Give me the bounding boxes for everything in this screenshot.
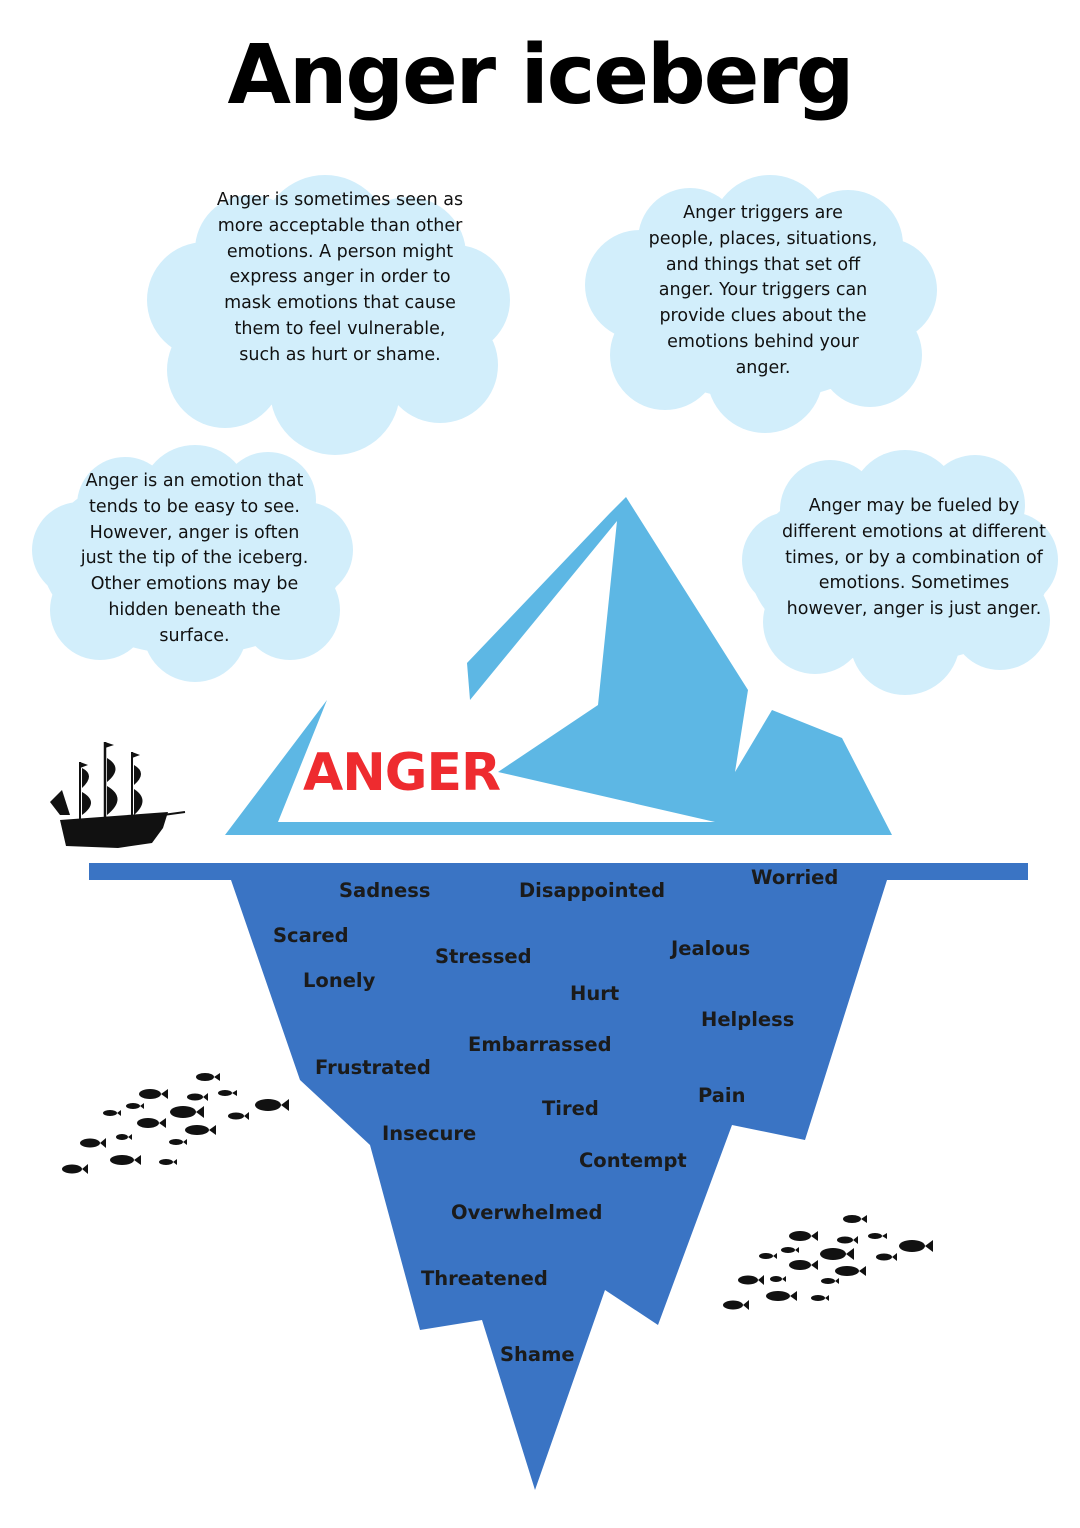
cloud-bubble-right xyxy=(742,450,1058,695)
emotion-label: Sadness xyxy=(339,879,431,902)
iceberg-tip xyxy=(225,497,892,835)
iceberg-underwater xyxy=(231,880,887,1490)
water-line xyxy=(89,863,1028,880)
emotion-label: Overwhelmed xyxy=(451,1201,603,1224)
emotion-label: Worried xyxy=(751,866,839,889)
emotion-label: Frustrated xyxy=(315,1056,431,1079)
fish-school-icon-right xyxy=(723,1215,933,1310)
emotion-label: Disappointed xyxy=(519,879,666,902)
cloud-text-tip-of-iceberg: Anger is an emotion that tends to be eas… xyxy=(80,471,309,646)
cloud-bubble-top-right xyxy=(585,175,937,433)
emotion-label: Threatened xyxy=(421,1267,548,1290)
emotion-label: Hurt xyxy=(570,982,620,1005)
emotion-label: Embarrassed xyxy=(468,1033,612,1056)
emotion-label: Insecure xyxy=(382,1122,477,1145)
emotion-label: Jealous xyxy=(671,937,751,960)
emotion-label: Helpless xyxy=(701,1008,795,1031)
fish-school-icon xyxy=(62,1073,289,1174)
emotion-label: Shame xyxy=(500,1343,575,1366)
emotion-label: Pain xyxy=(698,1084,746,1107)
cloud-text-mask-emotions: Anger is sometimes seen as more acceptab… xyxy=(216,190,464,365)
sailing-ship-icon xyxy=(50,742,186,848)
emotion-label: Contempt xyxy=(579,1149,687,1172)
emotion-label: Lonely xyxy=(303,969,376,992)
cloud-bubble-top-left xyxy=(147,175,510,455)
emotion-label: Stressed xyxy=(435,945,532,968)
emotion-label: Tired xyxy=(542,1097,599,1120)
emotion-label: Scared xyxy=(273,924,349,947)
cloud-bubble-left xyxy=(32,445,353,682)
page-title: Anger iceberg xyxy=(227,28,855,123)
cloud-text-triggers: Anger triggers are people, places, situa… xyxy=(648,203,878,378)
iceberg-label: ANGER xyxy=(303,743,501,803)
cloud-text-fueled-by: Anger may be fueled by different emotion… xyxy=(781,496,1047,620)
